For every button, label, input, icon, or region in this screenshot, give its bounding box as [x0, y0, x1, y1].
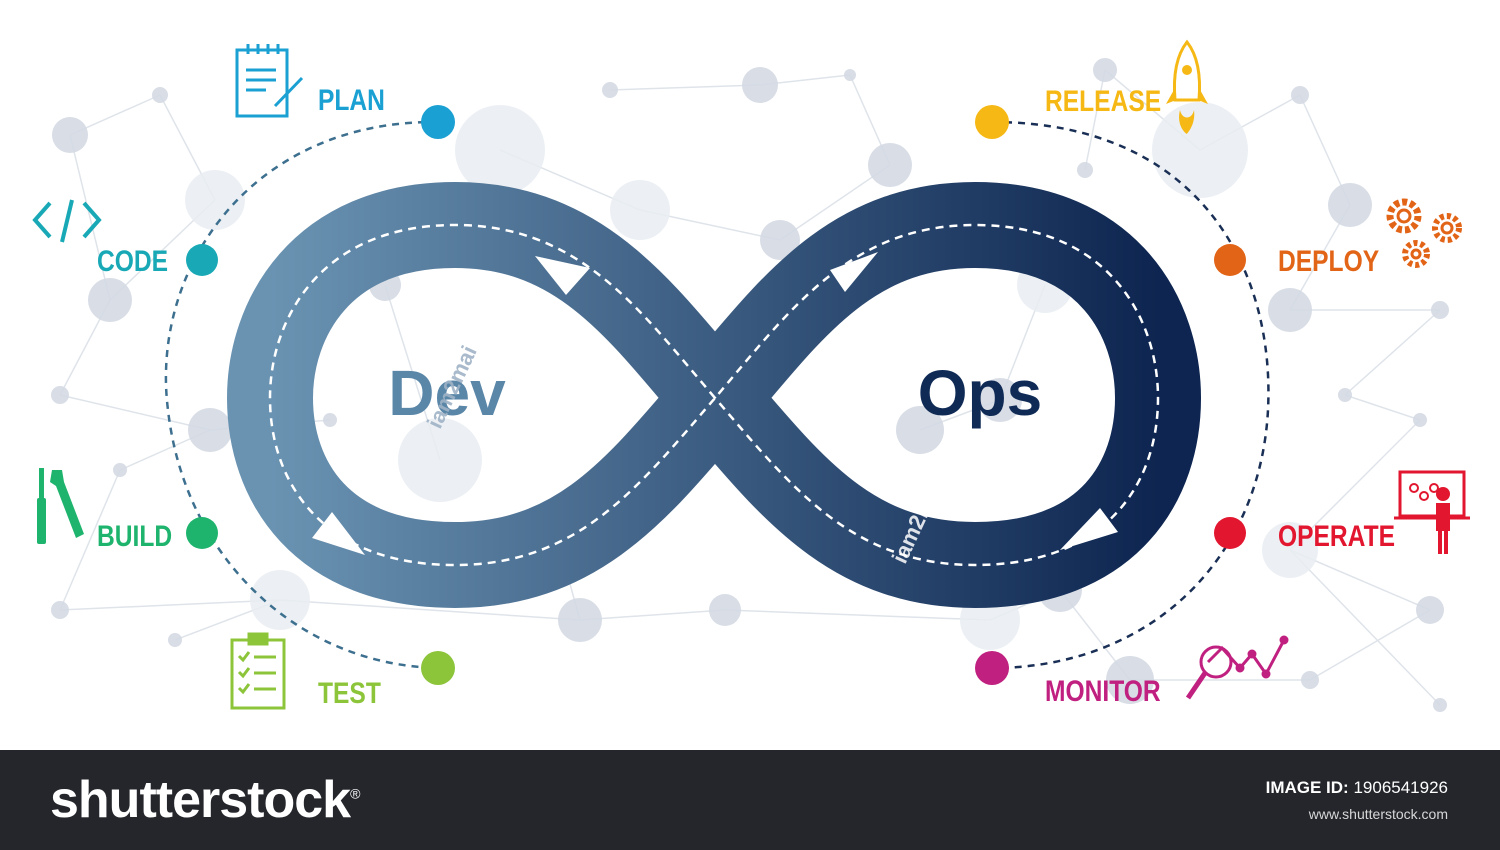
network-node [455, 105, 545, 195]
brand-name: shutterstock [50, 771, 351, 829]
network-edge [1289, 419, 1421, 551]
checklist-clipboard-icon [230, 632, 286, 710]
image-id: IMAGE ID: 1906541926 [1266, 778, 1448, 798]
rocket-icon [1166, 39, 1208, 134]
image-id-value: 1906541926 [1353, 778, 1448, 797]
network-edge [279, 599, 581, 621]
network-node [868, 143, 912, 187]
network-node [88, 278, 132, 322]
dev-word: Dev [388, 357, 506, 429]
image-id-label: IMAGE ID: [1265, 778, 1349, 797]
presenter-board-icon [1394, 470, 1470, 554]
network-edge [609, 84, 761, 91]
network-node [250, 570, 310, 630]
network-node [1291, 86, 1309, 104]
gears-icon [1386, 198, 1462, 268]
network-node [1328, 183, 1372, 227]
monitor-node [975, 651, 1009, 685]
network-node [398, 418, 482, 502]
network-node [51, 386, 69, 404]
network-edge [1084, 69, 1106, 171]
network-node [168, 633, 182, 647]
network-node [51, 601, 69, 619]
operate-label: OPERATE [1278, 519, 1395, 553]
network-node [709, 594, 741, 626]
network-edge [724, 609, 991, 621]
network-node [1268, 288, 1312, 332]
network-node [1433, 698, 1447, 712]
network-edge [1309, 609, 1431, 681]
network-edge [69, 134, 111, 301]
network-node [52, 117, 88, 153]
network-node [558, 598, 602, 642]
code-brackets-icon [32, 199, 102, 243]
deploy-node [1214, 244, 1246, 276]
network-edge [1344, 309, 1441, 396]
network-node [602, 82, 618, 98]
plan-node [421, 105, 455, 139]
network-node [188, 408, 232, 452]
network-edge [1289, 549, 1441, 706]
build-label: BUILD [97, 519, 172, 553]
network-node [742, 67, 778, 103]
network-node [1431, 301, 1449, 319]
right-dashed-arc [991, 120, 1270, 670]
monitor-label: MONITOR [1045, 674, 1161, 708]
code-node [186, 244, 218, 276]
magnifier-chart-icon [1185, 635, 1289, 700]
ops-word: Ops [918, 357, 1042, 429]
build-node [186, 517, 218, 549]
network-node [323, 413, 337, 427]
arrow-head-right-top [830, 252, 878, 292]
arrow-head-right-bottom [1060, 508, 1118, 550]
arrow-head-left-bottom [312, 512, 365, 555]
network-node [1301, 671, 1319, 689]
network-node [760, 220, 800, 260]
release-node [975, 105, 1009, 139]
deploy-label: DEPLOY [1278, 244, 1379, 278]
network-node [610, 180, 670, 240]
network-node [113, 463, 127, 477]
network-edge [59, 599, 281, 611]
devops-infinity-diagram: Dev Ops iam2mai iam2mai PLAN CODE BUILD … [32, 39, 1470, 712]
network-node [1413, 413, 1427, 427]
network-edge [59, 394, 211, 431]
network-node [185, 170, 245, 230]
network-node [1093, 58, 1117, 82]
network-edge [779, 164, 891, 241]
release-label: RELEASE [1045, 84, 1161, 118]
network-node [152, 87, 168, 103]
site-url: www.shutterstock.com [1308, 806, 1448, 822]
network-node [896, 406, 944, 454]
infinity-lane-dashes [268, 223, 1160, 567]
wrench-screwdriver-icon [37, 468, 84, 544]
network-node [1106, 656, 1154, 704]
network-node [1152, 102, 1248, 198]
network-node [1262, 522, 1318, 578]
test-label: TEST [318, 676, 381, 710]
network-node [1077, 162, 1093, 178]
network-node [844, 69, 856, 81]
code-label: CODE [97, 244, 168, 278]
brand-registered-mark: ® [350, 785, 360, 802]
arrow-head-left-top [535, 256, 590, 295]
network-edge [579, 609, 726, 621]
plan-label: PLAN [318, 83, 385, 117]
network-node [1416, 596, 1444, 624]
test-node [421, 651, 455, 685]
network-node [1338, 388, 1352, 402]
notepad-icon [235, 44, 304, 118]
network-node [978, 378, 1022, 422]
operate-node [1214, 517, 1246, 549]
shutterstock-logo: shutterstock® [50, 770, 360, 830]
stock-footer-bar: shutterstock® IMAGE ID: 1906541926 www.s… [0, 750, 1500, 850]
network-edge [1344, 394, 1421, 421]
network-edge [59, 469, 121, 611]
